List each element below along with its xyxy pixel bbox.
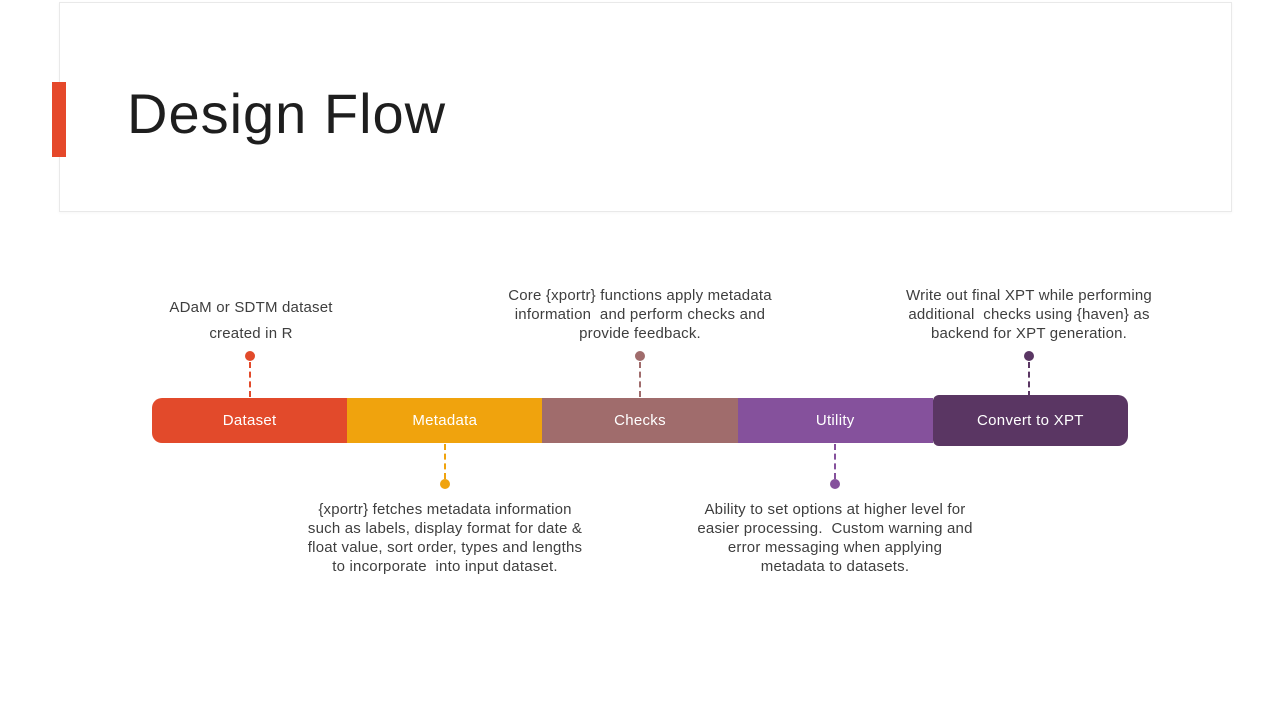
connector-line-dataset xyxy=(249,362,251,397)
connector-line-metadata xyxy=(444,444,446,479)
connector-dot-metadata xyxy=(440,479,450,489)
title-accent-bar xyxy=(52,82,66,157)
annotation-line: easier processing. Custom warning and xyxy=(697,520,973,537)
annotation-line: float value, sort order, types and lengt… xyxy=(307,539,583,556)
annotation-line: additional checks using {haven} as xyxy=(908,306,1150,323)
segment-utility: Utility xyxy=(737,398,933,443)
segment-convert-to-xpt: Convert to XPT xyxy=(932,395,1129,446)
annotation-line: ADaM or SDTM dataset xyxy=(169,299,333,316)
annotation-line: Write out final XPT while performing xyxy=(906,287,1152,304)
annotation-line: error messaging when applying xyxy=(727,539,943,556)
connector-line-utility xyxy=(834,444,836,479)
segment-label: Utility xyxy=(815,412,855,429)
annotation-line: {xportr} fetches metadata information xyxy=(318,501,572,518)
title-card xyxy=(59,2,1232,212)
process-flow-bar: Dataset Metadata Checks Utility Convert … xyxy=(152,395,1129,446)
annotation-convert-to-xpt: Write out final XPT while performing add… xyxy=(869,286,1189,343)
segment-checks: Checks xyxy=(542,398,738,443)
segment-label: Checks xyxy=(614,412,666,429)
annotation-checks: Core {xportr} functions apply metadata i… xyxy=(480,286,800,343)
page-title: Design Flow xyxy=(127,82,447,145)
annotation-metadata: {xportr} fetches metadata information su… xyxy=(285,500,605,576)
connector-line-convert-to-xpt xyxy=(1028,362,1030,397)
annotation-dataset: ADaM or SDTM dataset created in R xyxy=(91,295,411,347)
annotation-line: created in R xyxy=(209,325,293,342)
segment-label: Convert to XPT xyxy=(977,412,1084,429)
connector-line-checks xyxy=(639,362,641,397)
annotation-line: information and perform checks and xyxy=(514,306,766,323)
annotation-line: metadata to datasets. xyxy=(760,558,910,575)
connector-dot-convert-to-xpt xyxy=(1024,351,1034,361)
annotation-line: provide feedback. xyxy=(579,325,701,342)
segment-metadata: Metadata xyxy=(347,398,543,443)
segment-label: Metadata xyxy=(412,412,478,429)
segment-label: Dataset xyxy=(222,412,277,429)
segment-dataset: Dataset xyxy=(152,398,348,443)
annotation-line: Ability to set options at higher level f… xyxy=(704,501,966,518)
annotation-line: backend for XPT generation. xyxy=(930,325,1128,342)
connector-dot-dataset xyxy=(245,351,255,361)
annotation-line: Core {xportr} functions apply metadata xyxy=(508,287,772,304)
connector-dot-checks xyxy=(635,351,645,361)
connector-dot-utility xyxy=(830,479,840,489)
annotation-line: such as labels, display format for date … xyxy=(307,520,583,537)
annotation-utility: Ability to set options at higher level f… xyxy=(675,500,995,576)
annotation-line: to incorporate into input dataset. xyxy=(332,558,558,575)
